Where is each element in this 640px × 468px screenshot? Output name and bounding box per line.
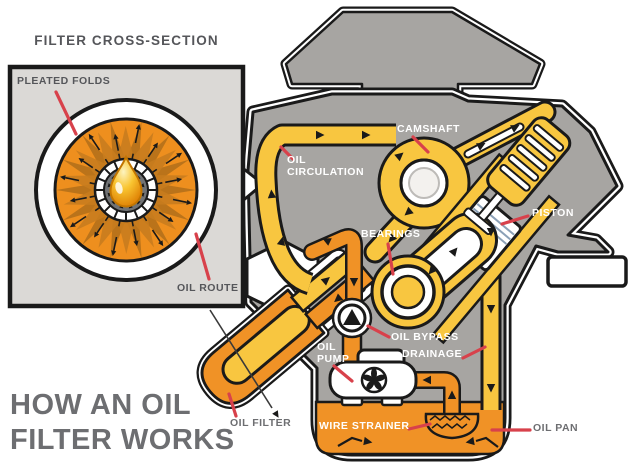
- camshaft: [399, 158, 449, 208]
- drainage-label: DRAINAGE: [402, 348, 463, 360]
- bearings: [370, 212, 498, 330]
- pleat-flow-arrows: [59, 123, 193, 257]
- oil-pan-label: OIL PAN: [533, 422, 579, 434]
- wire-strainer-label: WIRE STRAINER: [319, 420, 410, 432]
- core-ticks: [89, 153, 163, 227]
- oil-filter-label: OIL FILTER: [230, 417, 292, 429]
- valve-spring-assembly: [463, 116, 572, 236]
- oil-droplet-icon: [109, 154, 143, 208]
- piston-label: PISTON: [532, 207, 574, 219]
- inset-title: FILTER CROSS-SECTION: [34, 33, 219, 48]
- oil-route-label: OIL ROUTE: [177, 282, 239, 294]
- flow-arrows: [267, 121, 522, 448]
- wire-strainer: [424, 412, 480, 440]
- pump-pipes: [303, 228, 461, 423]
- oil-bypass-label: OIL BYPASS: [391, 331, 459, 343]
- oil-pump-label: OIL PUMP: [317, 341, 350, 365]
- oil-pump: [328, 348, 418, 407]
- section-plane-icon: [200, 298, 282, 420]
- fan-icon: [360, 366, 388, 394]
- valve-cover: [280, 6, 546, 103]
- engine-mount-foot: [546, 255, 628, 288]
- engine-cross-section: [196, 6, 628, 462]
- camshaft-label: CAMSHAFT: [397, 123, 460, 135]
- bearings-label: BEARINGS: [361, 228, 421, 240]
- pleated-folds-label: PLEATED FOLDS: [17, 75, 111, 87]
- oil-bypass-valve: [331, 297, 373, 339]
- bypass-valve-icon: [343, 309, 361, 325]
- oil-circulation-label: OIL CIRCULATION: [287, 154, 365, 178]
- pointer-lines: [54, 90, 532, 432]
